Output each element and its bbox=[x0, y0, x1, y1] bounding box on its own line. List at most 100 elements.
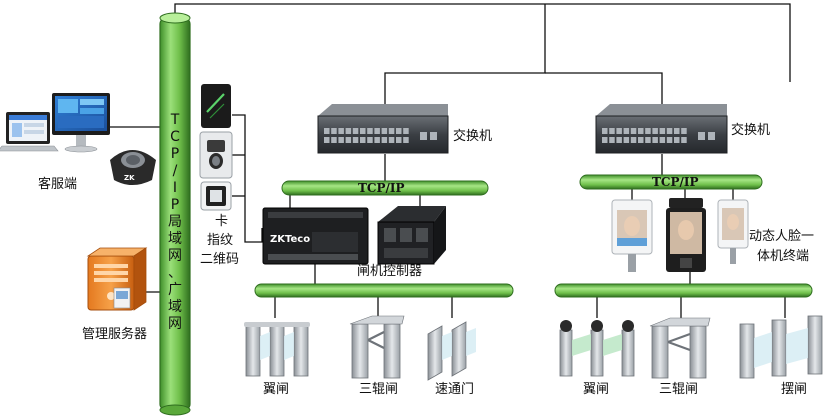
face-terminal-label-2: 体机终端 bbox=[757, 249, 810, 264]
tripod-gate-left-label: 三辊闸 bbox=[359, 382, 399, 397]
network-pipe-label-char: 广 bbox=[168, 282, 182, 298]
switch-port bbox=[374, 137, 380, 143]
client-label: 客服端 bbox=[38, 177, 78, 192]
face-terminal-label-1: 动态人脸一 bbox=[749, 229, 815, 244]
switch-port bbox=[666, 137, 673, 143]
switch-uplink-port bbox=[420, 132, 427, 140]
switch-port bbox=[352, 128, 359, 134]
switch-port bbox=[630, 137, 637, 143]
speed-gate-label: 速通门 bbox=[435, 382, 475, 397]
tripod-gate-right-label: 三辊闸 bbox=[659, 382, 699, 397]
switch-port bbox=[396, 137, 402, 143]
wing-gate-right-icon bbox=[559, 320, 635, 377]
switch-port bbox=[609, 128, 615, 134]
switch-port bbox=[666, 128, 673, 134]
switch-port bbox=[381, 137, 388, 143]
switch-port bbox=[388, 128, 395, 134]
fingerprint-label: 指纹 bbox=[207, 233, 234, 248]
bus-right-lower bbox=[554, 283, 813, 298]
switch-port bbox=[345, 128, 352, 134]
switch-port bbox=[374, 128, 380, 134]
switch-port bbox=[616, 128, 622, 134]
switch-right-label: 交换机 bbox=[731, 123, 771, 138]
qr-reader-icon bbox=[200, 181, 232, 211]
gate-controller-label: 闸机控制器 bbox=[357, 264, 423, 279]
switch-port bbox=[338, 137, 344, 143]
switch-port bbox=[381, 128, 388, 134]
switch-port bbox=[367, 137, 373, 143]
speed-gate-icon bbox=[427, 321, 476, 381]
switch-uplink-port bbox=[430, 132, 437, 140]
network-pipe-label-char: P bbox=[170, 146, 180, 162]
switch-right-icon bbox=[595, 104, 728, 154]
switch-port bbox=[388, 137, 395, 143]
switch-port bbox=[616, 137, 622, 143]
network-pipe-label-char: 局 bbox=[168, 214, 182, 230]
switch-port bbox=[623, 137, 630, 143]
switch-port bbox=[331, 128, 337, 134]
switch-port bbox=[659, 137, 666, 143]
bus-left-label: TCP/IP bbox=[358, 181, 405, 195]
switch-port bbox=[338, 128, 344, 134]
switch-port bbox=[674, 128, 680, 134]
wing-gate-left-label: 翼闸 bbox=[263, 382, 290, 397]
switch-port bbox=[638, 128, 644, 134]
fingerprint-reader-icon bbox=[199, 131, 233, 179]
switch-port bbox=[609, 137, 615, 143]
qr-label: 二维码 bbox=[200, 252, 240, 267]
switch-port bbox=[681, 137, 687, 143]
switch-port bbox=[324, 128, 330, 134]
face-terminal-2-icon bbox=[666, 198, 706, 272]
wing-gate-right-label: 翼闸 bbox=[583, 382, 610, 397]
switch-port bbox=[331, 137, 337, 143]
bus-left-lower bbox=[254, 283, 514, 298]
swing-gate-icon bbox=[739, 315, 823, 379]
network-pipe-label-char: 网 bbox=[168, 316, 182, 332]
network-pipe-label-char: / bbox=[172, 163, 178, 179]
card-reader-icon bbox=[201, 84, 231, 128]
switch-port bbox=[674, 137, 680, 143]
network-pipe-label-char: 域 bbox=[168, 231, 182, 247]
switch-port bbox=[602, 137, 608, 143]
switch-port bbox=[396, 128, 402, 134]
network-pipe-label-char: I bbox=[172, 180, 178, 196]
bus-right-label: TCP/IP bbox=[652, 175, 699, 189]
network-pipe-label-char: T bbox=[170, 112, 180, 128]
switch-port bbox=[652, 128, 658, 134]
gate-controller-board-icon bbox=[377, 206, 446, 265]
tripod-gate-right-icon bbox=[649, 317, 711, 379]
switch-port bbox=[659, 128, 666, 134]
switch-port bbox=[652, 137, 658, 143]
switch-port bbox=[638, 137, 644, 143]
network-pipe bbox=[159, 12, 191, 416]
face-terminal-1-icon bbox=[611, 199, 653, 272]
switch-uplink-port bbox=[698, 132, 705, 140]
switch-port bbox=[360, 128, 366, 134]
switch-port bbox=[645, 137, 651, 143]
bus-left-upper bbox=[281, 180, 489, 196]
network-pipe-label-char: 、 bbox=[168, 265, 182, 281]
client-computer-icon: ZK bbox=[0, 93, 156, 185]
network-pipe-label-char: 域 bbox=[168, 299, 182, 315]
swing-gate-label: 摆闸 bbox=[781, 382, 808, 397]
network-pipe-label-char: C bbox=[170, 129, 180, 145]
bus-right-upper bbox=[579, 174, 763, 190]
switch-port bbox=[403, 128, 409, 134]
network-pipe-label-char: P bbox=[170, 197, 180, 213]
switch-port bbox=[681, 128, 687, 134]
server-label: 管理服务器 bbox=[82, 327, 148, 342]
switch-left-label: 交换机 bbox=[453, 129, 493, 144]
tripod-gate-left-icon bbox=[349, 315, 405, 379]
server-icon bbox=[86, 247, 148, 311]
card-label: 卡 bbox=[215, 214, 229, 229]
connection-lines bbox=[110, 3, 791, 318]
network-pipe-label-char: 网 bbox=[168, 248, 182, 264]
switch-port bbox=[352, 137, 359, 143]
face-terminal-3-icon bbox=[717, 199, 749, 264]
wing-gate-left-icon bbox=[244, 322, 310, 377]
switch-uplink-port bbox=[708, 132, 715, 140]
switch-port bbox=[324, 137, 330, 143]
switch-port bbox=[360, 137, 366, 143]
